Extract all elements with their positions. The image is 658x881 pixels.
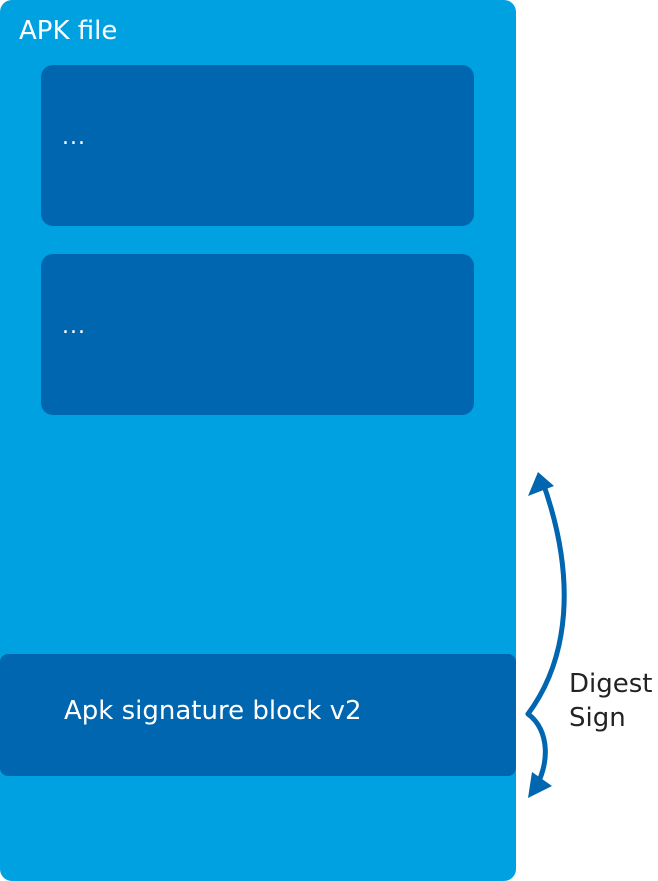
content-block-2: ...	[41, 254, 474, 415]
content-block-1: ...	[41, 65, 474, 226]
arrowhead-down-icon	[528, 772, 552, 798]
digest-arrow-upper-curve	[525, 477, 567, 717]
sign-label: Sign	[569, 703, 626, 733]
arrowhead-up-icon	[528, 472, 554, 496]
signature-block-label: Apk signature block v2	[64, 696, 362, 726]
content-block-2-text: ...	[62, 314, 86, 339]
content-block-1-text: ...	[62, 125, 86, 150]
digest-label: Digest	[569, 669, 653, 699]
apk-file-title: APK file	[19, 16, 118, 46]
signature-block: Apk signature block v2	[0, 654, 516, 776]
digest-sign-arrow	[525, 472, 567, 798]
apk-file-container: APK file ... ... Apk signature block v2	[0, 0, 516, 881]
